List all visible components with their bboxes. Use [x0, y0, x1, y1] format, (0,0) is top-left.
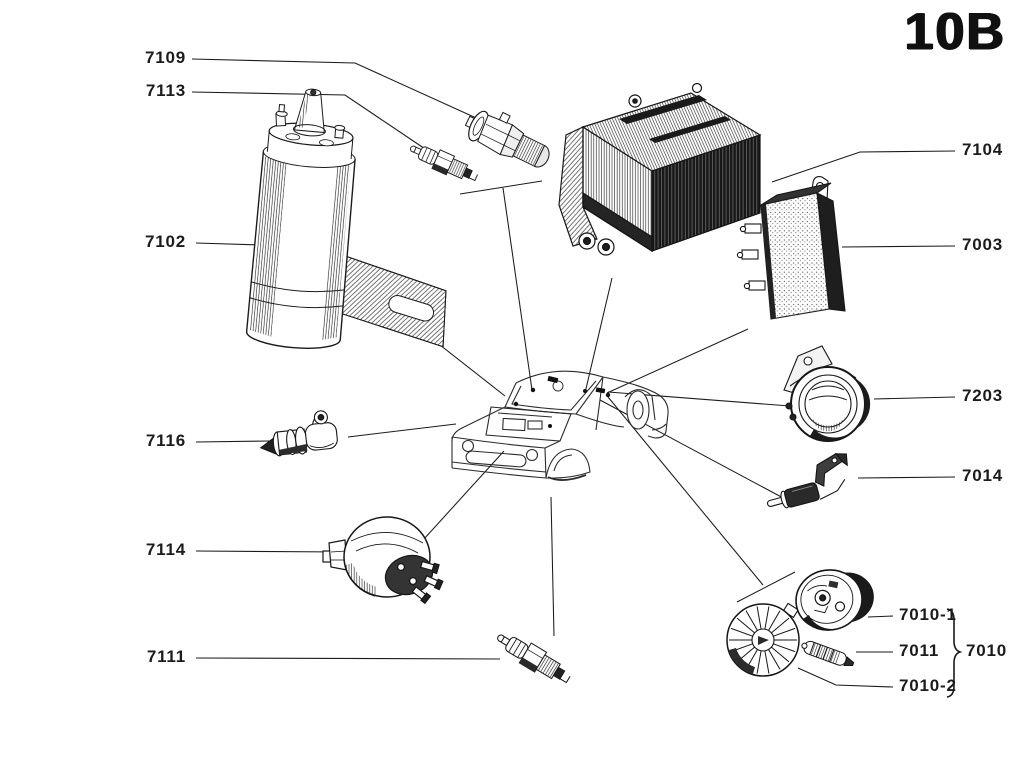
- part-label-thermo-switch: 7109: [144, 48, 186, 68]
- leader-lines: [191, 58, 956, 688]
- part-label-pressure-switch: 7116: [145, 431, 186, 451]
- part-label-condenser: 7011: [899, 641, 940, 661]
- stop-switch-illustration: [766, 453, 848, 509]
- pressure-switch-illustration: [259, 410, 338, 457]
- part-label-distributor-assembly: 7010: [966, 641, 1008, 661]
- part-label-stop-switch: 7014: [962, 466, 1004, 486]
- temperature-sender-illustration: [406, 138, 481, 187]
- part-label-temp-sender: 7113: [145, 81, 186, 101]
- horn-illustration: [783, 345, 871, 442]
- voltage-regulator-illustration: [558, 82, 762, 256]
- part-label-distributor-cap: 7010-2: [899, 676, 957, 696]
- distributor-cap-illustration: [726, 602, 800, 677]
- car-illustration: [451, 370, 669, 481]
- gauge-sender-illustration: [322, 516, 444, 605]
- part-label-distributor-body: 7010-1: [899, 605, 957, 625]
- plate-code: 10B: [904, 3, 1006, 61]
- condenser-illustration: [801, 640, 855, 667]
- part-label-spark-plug: 7111: [146, 647, 186, 667]
- flasher-unit-illustration: [736, 176, 846, 320]
- part-label-flasher-unit: 7003: [962, 235, 1004, 255]
- distributor-body-illustration: [795, 569, 874, 631]
- part-label-horn: 7203: [962, 386, 1004, 406]
- bracket-7010: [946, 608, 963, 698]
- part-label-ignition-coil: 7102: [144, 232, 186, 252]
- ignition-coil-illustration: [245, 88, 447, 349]
- spark-plug-illustration: [491, 626, 575, 690]
- part-label-voltage-regulator: 7104: [962, 140, 1004, 160]
- thermo-switch-illustration: [464, 110, 550, 168]
- part-label-gauge-sender: 7114: [145, 540, 186, 560]
